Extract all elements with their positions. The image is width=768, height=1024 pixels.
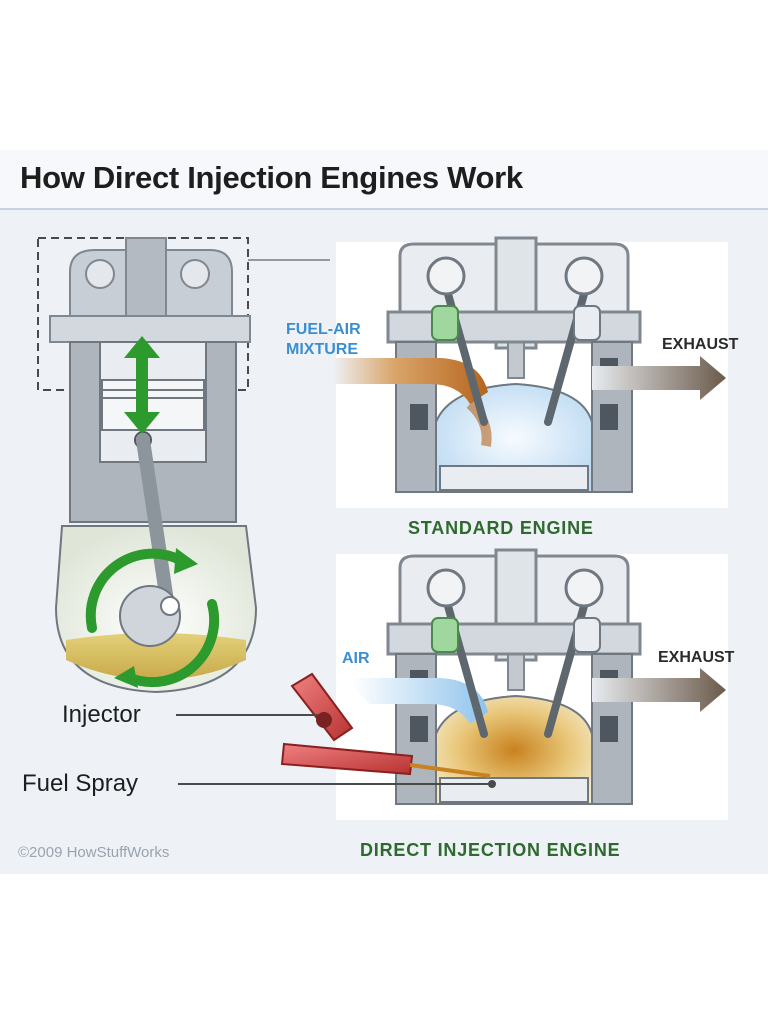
fuel-injector <box>280 672 491 778</box>
standard-engine-drawing <box>332 236 728 508</box>
diagram-figure: How Direct Injection Engines Work <box>0 150 768 874</box>
direct-injection-engine-label: DIRECT INJECTION ENGINE <box>360 840 621 860</box>
exhaust-label-direct: EXHAUST <box>658 649 735 666</box>
camshaft-right <box>180 259 210 289</box>
engine-illustrations <box>37 236 728 820</box>
piston-top <box>439 465 589 491</box>
spark-plug-well <box>125 237 167 321</box>
fuel-air-flow <box>332 358 488 404</box>
title-band: How Direct Injection Engines Work <box>0 150 768 210</box>
fuel-spray-label: Fuel Spray <box>22 770 139 797</box>
crankshaft <box>119 585 181 647</box>
exhaust-arrow-direct <box>592 668 726 712</box>
standard-engine-label: STANDARD ENGINE <box>408 518 594 538</box>
piston-motion-arrow <box>124 336 160 434</box>
fuel-air-label-line1: FUEL-AIR <box>286 321 361 338</box>
direct-injection-engine-drawing <box>176 548 728 820</box>
full-engine-cutaway <box>37 237 330 694</box>
intake-valve-spring <box>431 305 459 341</box>
injector-label: Injector <box>62 701 141 728</box>
connecting-rod <box>136 433 175 615</box>
page-title: How Direct Injection Engines Work <box>20 160 523 195</box>
copyright-notice: ©2009 HowStuffWorks <box>18 844 170 861</box>
camshaft-left <box>85 259 115 289</box>
air-flow <box>352 678 488 724</box>
exhaust-arrow-standard <box>592 356 726 400</box>
exhaust-label-standard: EXHAUST <box>662 336 739 353</box>
oil-sump <box>66 633 246 680</box>
air-label: AIR <box>342 650 370 667</box>
piston <box>101 379 205 431</box>
fuel-air-label-line2: MIXTURE <box>286 341 358 358</box>
crank-rotation-arrow <box>85 548 220 688</box>
head-gasket-deck <box>49 315 251 343</box>
